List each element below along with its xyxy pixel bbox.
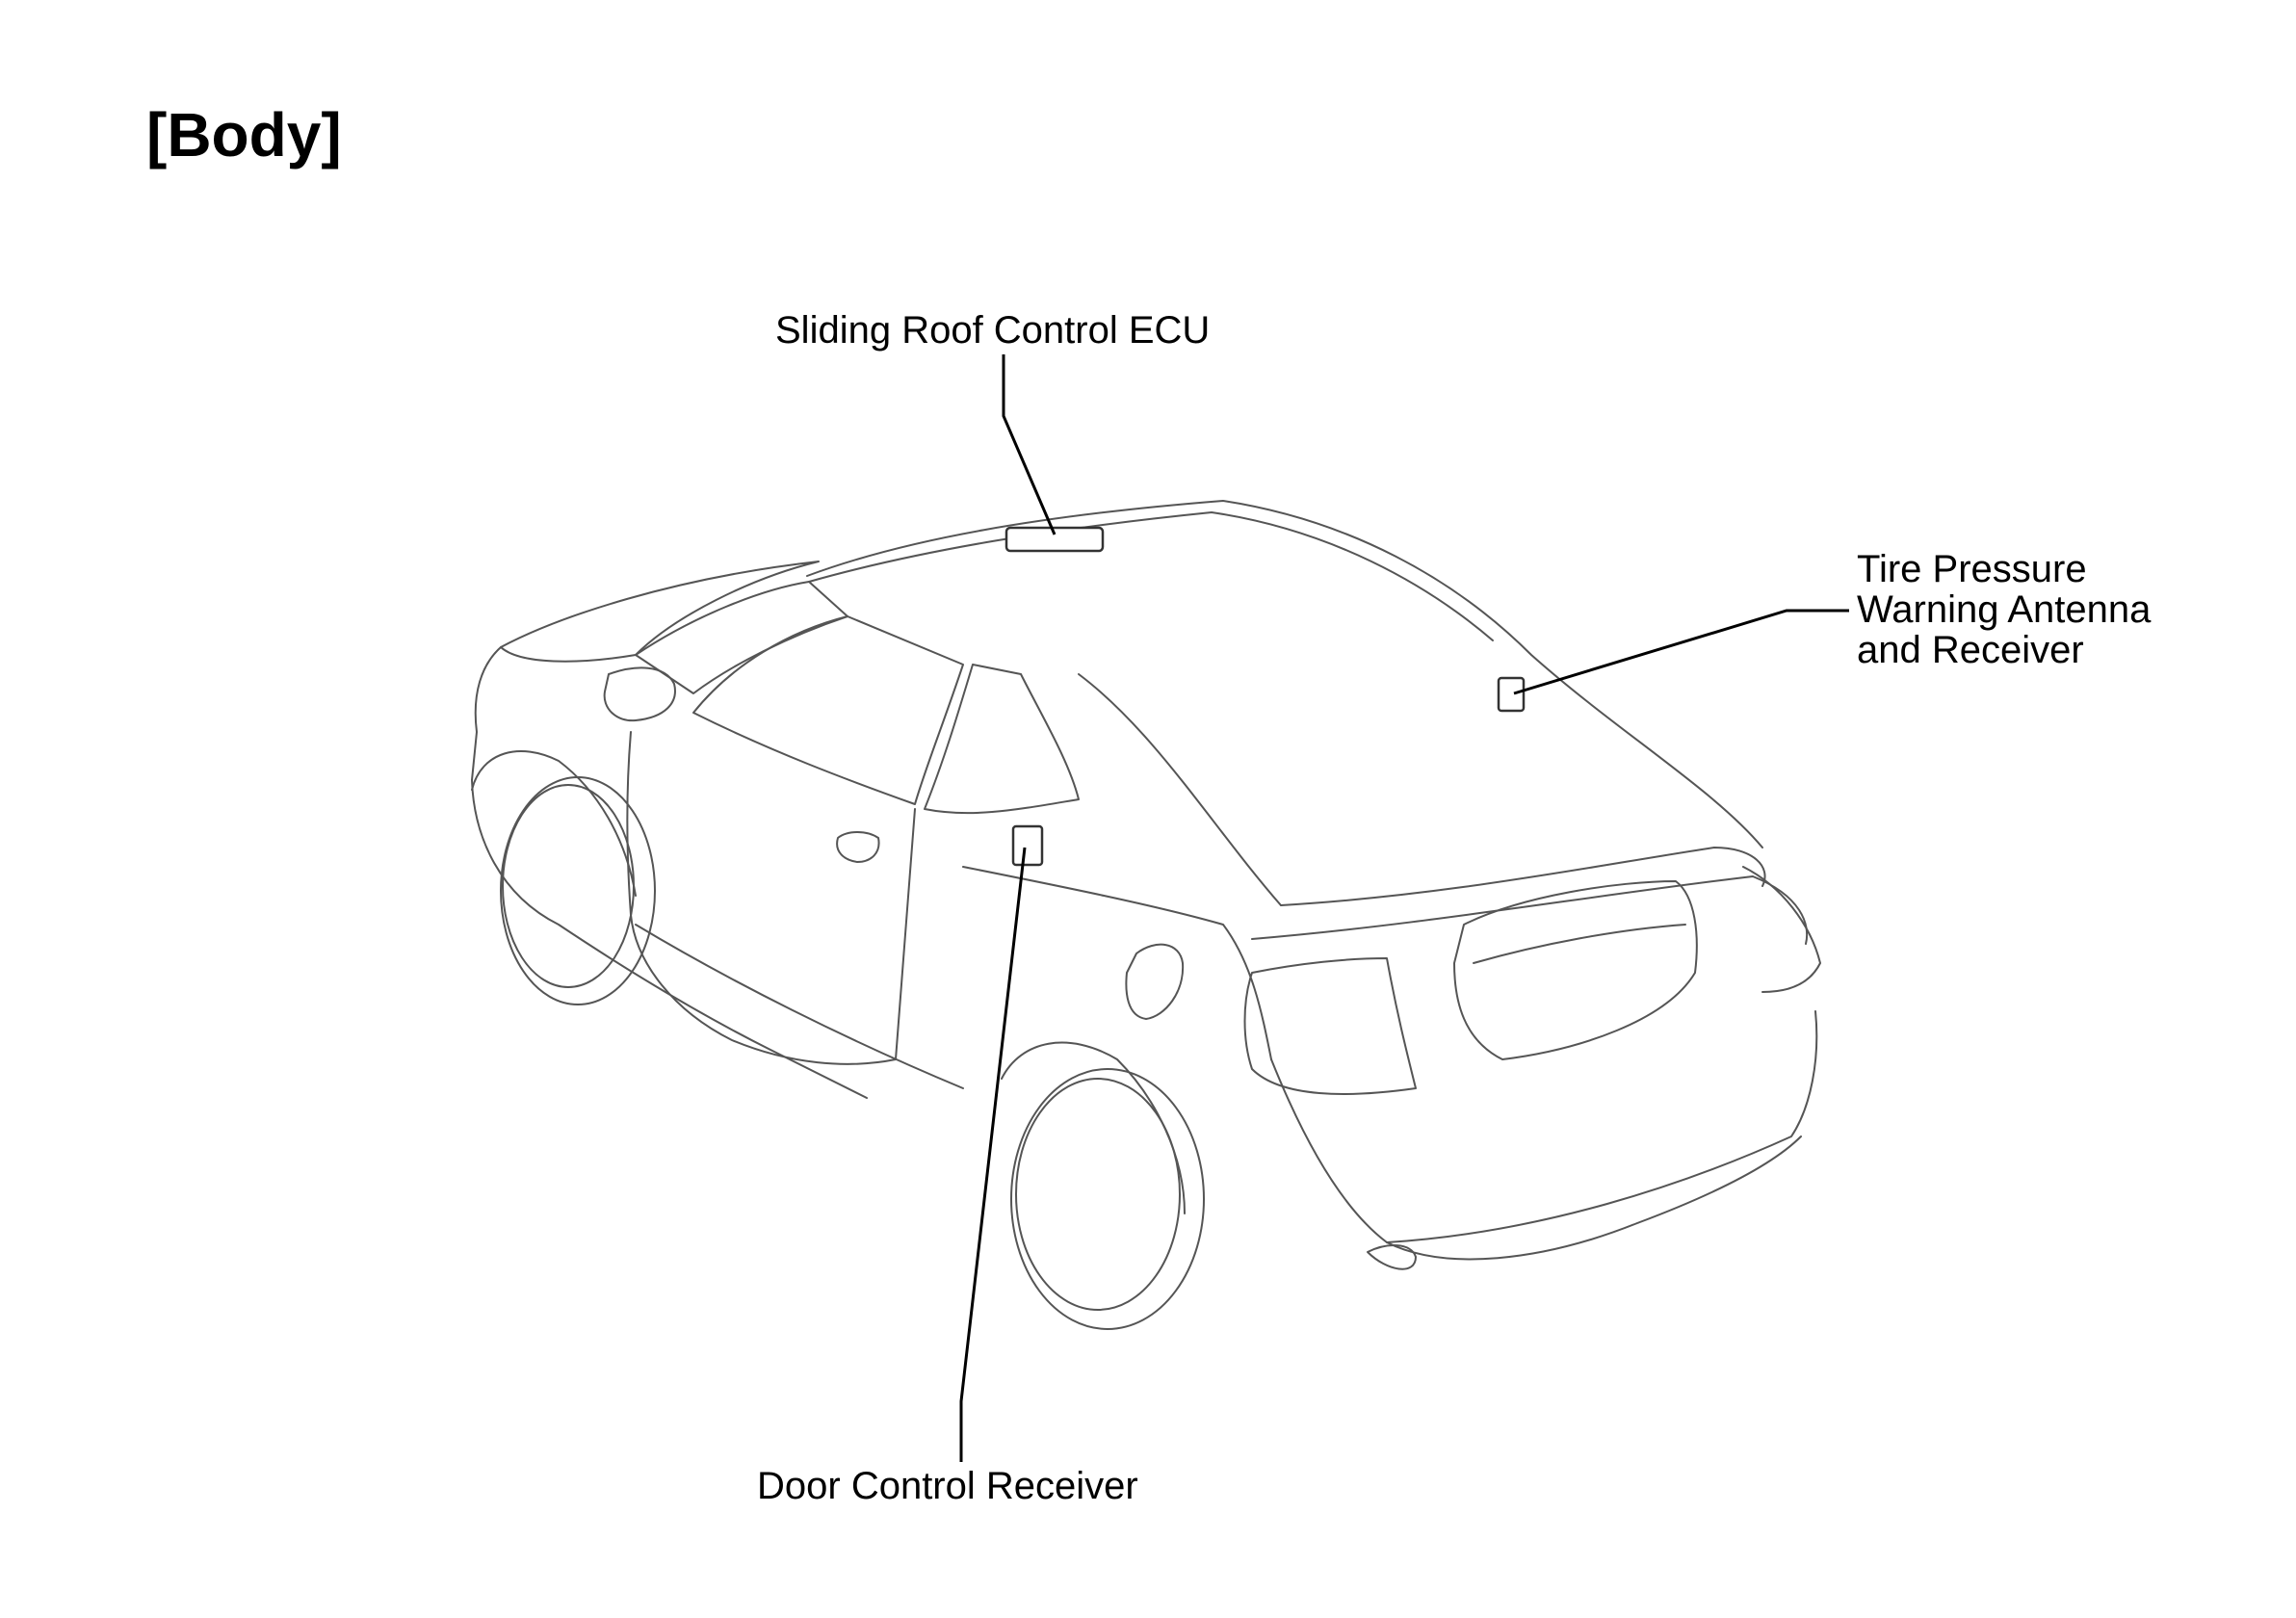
trunk-top — [1280, 847, 1766, 906]
rear-wheel — [1015, 1078, 1181, 1311]
front-body — [471, 646, 868, 1099]
hood — [500, 561, 820, 663]
front-side-window — [692, 615, 964, 805]
sliding-roof-leader — [1002, 354, 1057, 535]
roof-inner — [808, 511, 1494, 641]
tire-pressure-label-line3: and Receiver — [1857, 629, 2084, 671]
license-area — [1453, 880, 1698, 1060]
windshield — [635, 581, 848, 694]
rear-bumper-top — [1251, 875, 1809, 945]
tail-light-right — [1742, 866, 1821, 993]
door-control-receiver-icon — [1011, 824, 1044, 867]
door-outline — [626, 731, 916, 1065]
c-pillar — [1078, 673, 1282, 906]
rocker-panel — [635, 924, 964, 1089]
sliding-roof-ecu-label: Sliding Roof Control ECU — [775, 309, 1211, 352]
license-inner — [1473, 924, 1686, 964]
tire-pressure-leader — [1513, 609, 1849, 695]
roof-outline — [806, 500, 1763, 848]
tire-pressure-label-line2: Warning Antenna — [1857, 588, 2152, 631]
door-handle — [836, 831, 880, 863]
front-tire — [500, 776, 656, 1005]
car-outline — [471, 500, 1821, 1330]
tire-pressure-label: Tire Pressure Warning Antenna and Receiv… — [1857, 549, 2151, 670]
rear-side-window — [924, 664, 1080, 815]
tire-pressure-antenna-icon — [1497, 676, 1526, 713]
page-title: [Body] — [146, 100, 342, 170]
rear-quarter — [962, 866, 1272, 1060]
sliding-roof-ecu-icon — [1004, 526, 1105, 553]
exhaust — [1367, 1244, 1417, 1270]
tail-light-left — [1243, 957, 1417, 1095]
fuel-door — [1125, 943, 1185, 1020]
rear-bumper — [1270, 1010, 1818, 1243]
rear-tire — [1010, 1068, 1205, 1330]
front-wheel-arch — [471, 750, 637, 897]
side-mirror — [603, 666, 676, 722]
rear-wheel-arch — [1001, 1041, 1186, 1214]
door-control-receiver-label: Door Control Receiver — [757, 1465, 1138, 1507]
front-wheel — [502, 784, 635, 988]
door-receiver-leader — [959, 847, 1027, 1462]
tire-pressure-label-line1: Tire Pressure — [1857, 548, 2087, 590]
rear-lower — [1386, 1135, 1802, 1261]
